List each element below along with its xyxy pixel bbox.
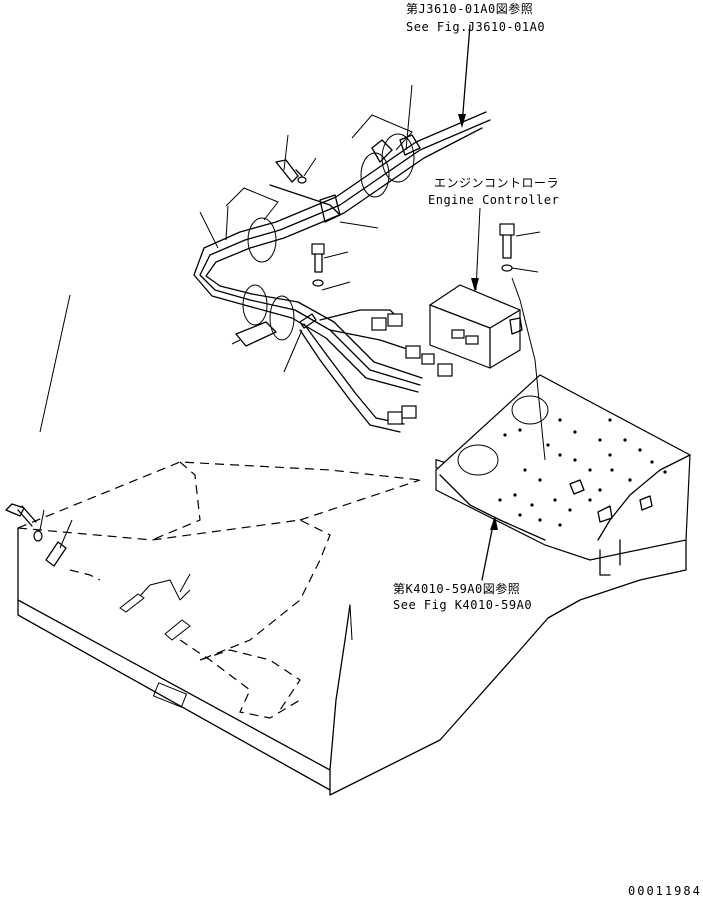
reference-top-en: See Fig.J3610-01A0 — [406, 20, 546, 34]
bracket-plate — [435, 374, 691, 576]
plate-hole — [558, 418, 562, 422]
plate-hole — [558, 453, 562, 457]
plate-hole — [513, 493, 517, 497]
reference-bottom-jp: 第K4010-59A0図参照 — [393, 582, 521, 596]
reference-bottom-en: See Fig K4010-59A0 — [393, 598, 533, 612]
plate-hole — [518, 428, 522, 432]
drawing-number: 00011984 — [628, 884, 702, 898]
plate-holes — [498, 418, 667, 527]
plate-hole — [538, 518, 542, 522]
wiring-harness — [193, 111, 491, 433]
plate-hole — [503, 433, 507, 437]
plate-hole — [546, 443, 550, 447]
reference-top-jp: 第J3610-01A0図参照 — [406, 2, 534, 16]
plate-hole — [610, 468, 614, 472]
left-bolt — [5, 294, 191, 641]
engine-controller — [429, 223, 523, 473]
plate-hole — [608, 418, 612, 422]
plate-hole — [523, 468, 527, 472]
floor-frame — [17, 527, 687, 796]
plate-hole — [530, 503, 534, 507]
plate-hole — [588, 468, 592, 472]
plate-hole — [650, 460, 654, 464]
hidden-outline — [17, 461, 421, 719]
plate-hole — [588, 498, 592, 502]
controller-label-en: Engine Controller — [428, 193, 560, 207]
plate-hole — [553, 498, 557, 502]
plate-hole — [608, 453, 612, 457]
plate-hole — [558, 523, 562, 527]
plate-hole — [573, 458, 577, 462]
plate-hole — [598, 488, 602, 492]
controller-label-jp: エンジンコントローラ — [434, 176, 560, 190]
plate-hole — [663, 470, 667, 474]
plate-hole — [568, 508, 572, 512]
plate-hole — [638, 448, 642, 452]
plate-hole — [598, 438, 602, 442]
plate-hole — [518, 513, 522, 517]
center-bolt — [311, 243, 325, 287]
plate-hole — [538, 478, 542, 482]
plate-hole — [623, 438, 627, 442]
plate-hole — [498, 498, 502, 502]
plate-hole — [573, 430, 577, 434]
plate-hole — [628, 478, 632, 482]
leader-lines — [199, 24, 546, 641]
